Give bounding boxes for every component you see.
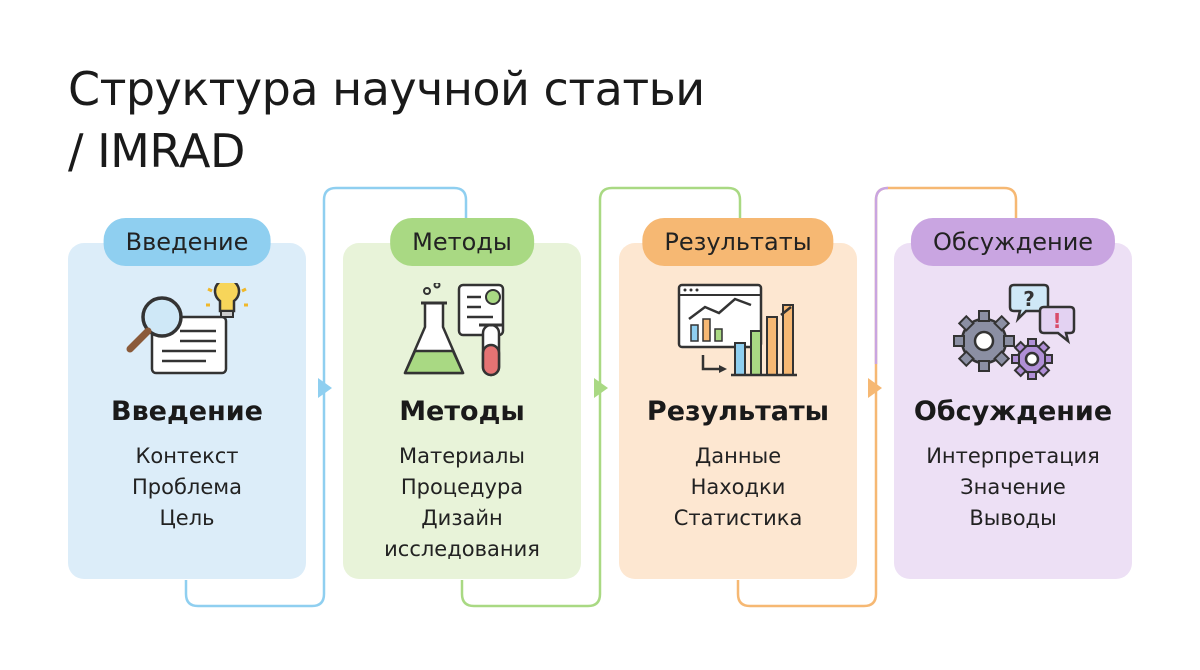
- section-heading-discussion: Обсуждение: [913, 396, 1113, 427]
- list-item: Выводы: [969, 506, 1057, 530]
- magnifier-document-lightbulb-icon: [68, 283, 306, 383]
- list-item: Статистика: [673, 506, 803, 530]
- list-item: исследования: [384, 537, 540, 561]
- section-items-introduction: Контекст Проблема Цель: [68, 441, 306, 534]
- gears-speech-bubbles-icon: ? !: [894, 283, 1132, 383]
- list-item: Проблема: [132, 475, 242, 499]
- list-item: Значение: [960, 475, 1066, 499]
- bar-chart-line-graph-icon: [619, 283, 857, 383]
- list-item: Дизайн: [421, 506, 503, 530]
- list-item: Данные: [694, 444, 782, 468]
- section-items-methods: Материалы Процедура Дизайн исследования: [343, 441, 581, 565]
- svg-text:!: !: [1052, 309, 1061, 333]
- page-title-line-1: Структура научной статьи: [68, 62, 705, 116]
- list-item: Материалы: [399, 444, 525, 468]
- section-heading-results: Результаты: [646, 396, 830, 427]
- connector-intro-methods: [184, 186, 468, 608]
- page-title-line-2: / IMRAD: [68, 124, 245, 178]
- section-heading-methods: Методы: [399, 396, 525, 427]
- arrow-methods-results: [594, 378, 608, 398]
- section-items-discussion: Интерпретация Значение Выводы: [894, 441, 1132, 534]
- section-card-methods: Методы Методы Материалы Процедура Дизайн…: [343, 218, 581, 579]
- section-card-results: Результаты Результаты Данные Находки Ста…: [619, 218, 857, 579]
- arrow-intro-methods: [318, 378, 332, 398]
- list-item: Процедура: [400, 475, 524, 499]
- list-item: Находки: [690, 475, 786, 499]
- list-item: Интерпретация: [926, 444, 1100, 468]
- connector-methods-results: [460, 186, 742, 608]
- section-pill-results: Результаты: [642, 218, 834, 266]
- list-item: Цель: [159, 506, 215, 530]
- section-card-discussion: Обсуждение: [894, 218, 1132, 579]
- page-title: Структура научной статьи / IMRAD: [68, 58, 705, 182]
- section-pill-methods: Методы: [390, 218, 534, 266]
- section-card-introduction: Введение Введение Контекст Проблема Цель: [68, 218, 306, 579]
- connector-discussion-tail: [874, 186, 889, 364]
- section-pill-discussion: Обсуждение: [910, 218, 1116, 266]
- section-pill-introduction: Введение: [103, 218, 271, 266]
- arrow-results-discussion: [868, 378, 882, 398]
- list-item: Контекст: [135, 444, 239, 468]
- section-items-results: Данные Находки Статистика: [619, 441, 857, 534]
- svg-text:?: ?: [1023, 287, 1035, 311]
- section-heading-introduction: Введение: [111, 396, 263, 427]
- flask-test-tube-chart-icon: [343, 283, 581, 383]
- connector-results-discussion: [736, 186, 1018, 608]
